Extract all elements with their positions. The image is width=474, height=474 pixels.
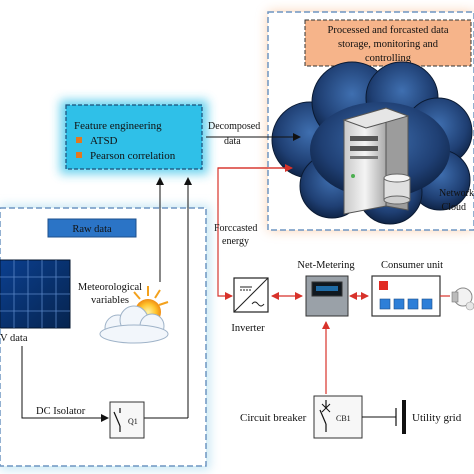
- bullet-icon: [76, 152, 82, 158]
- weather-sun-cloud-icon: [99, 286, 169, 344]
- decomposed-label-2: data: [224, 136, 241, 147]
- light-bulb-icon: [451, 287, 474, 311]
- utility-grid-label: Utility grid: [412, 412, 462, 424]
- network-label: Network: [439, 188, 474, 199]
- consumer-unit-icon: [371, 275, 441, 317]
- net-metering-label: Net-Metering: [297, 260, 355, 271]
- q1-label: Q1: [128, 417, 138, 426]
- cb1-label: CB1: [336, 414, 351, 423]
- feature-engineering-box: Feature engineering ATSD Pearson correla…: [60, 100, 208, 174]
- dc-isolator-label: DC Isolator: [36, 406, 86, 417]
- inverter-icon: [233, 277, 269, 313]
- feature-title: Feature engineering: [74, 120, 162, 132]
- raw-data-label: Raw data: [72, 224, 112, 235]
- dc-isolator-line: [21, 346, 109, 422]
- feature-item-atsd: ATSD: [90, 135, 118, 147]
- circuit-breaker-icon: CB1: [313, 395, 363, 439]
- database-icon: [383, 173, 411, 205]
- forecasted-label: Forccasted: [214, 223, 257, 234]
- utility-grid-icon: [402, 400, 406, 434]
- solar-panel-icon: [0, 259, 71, 329]
- pv-data-label: V data: [0, 333, 28, 344]
- raw-data-region: Raw data: [0, 205, 210, 470]
- feature-item-pearson: Pearson correlation: [90, 150, 176, 162]
- processed-data-box: Processed and forcasted data storage, mo…: [304, 19, 472, 67]
- meteo-label: Meteorological: [78, 282, 142, 293]
- meteo-label-2: variables: [91, 295, 129, 306]
- net-meter-icon: [305, 275, 349, 317]
- server-icon: [342, 107, 411, 215]
- processed-line-3: controlling: [365, 53, 412, 64]
- dc-isolator-switch-icon: Q1: [109, 401, 145, 439]
- raw-data-banner: [47, 218, 137, 238]
- decomposed-label: Decomposed: [208, 121, 260, 132]
- processed-line-1: Processed and forcasted data: [328, 25, 449, 36]
- consumer-unit-label: Consumer unit: [381, 260, 443, 271]
- cloud-label: Cloud: [442, 202, 466, 213]
- circuit-breaker-label: Circuit breaker: [240, 412, 307, 424]
- bullet-icon: [76, 137, 82, 143]
- processed-line-2: storage, monitoring and: [338, 39, 439, 50]
- forecasted-label-2: energy: [222, 236, 249, 247]
- inverter-label: Inverter: [231, 323, 265, 334]
